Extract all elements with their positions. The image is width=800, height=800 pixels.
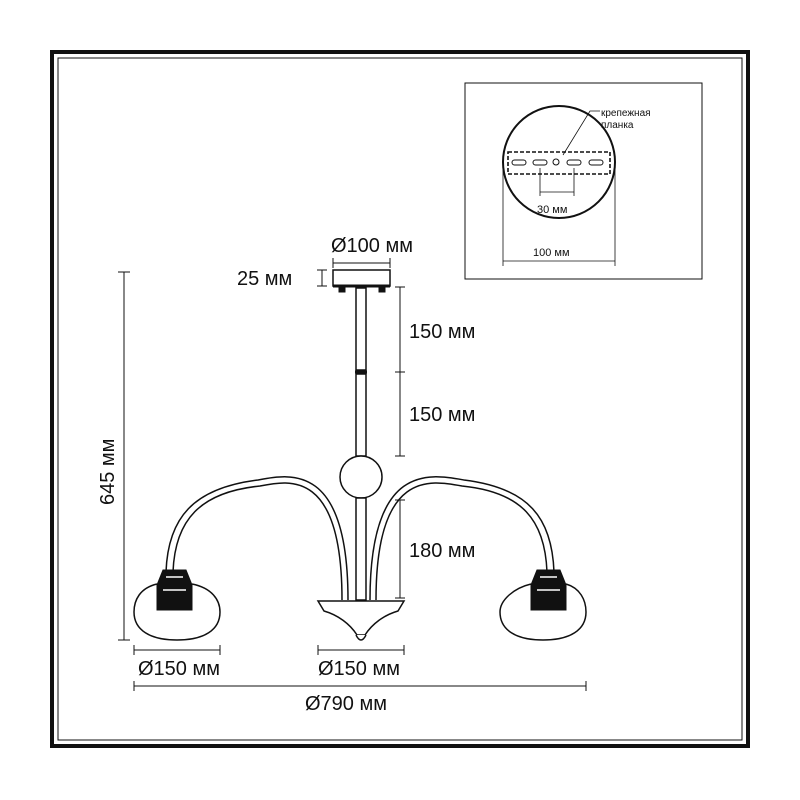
outer-border: [50, 50, 750, 748]
left-socket-detail: [163, 576, 186, 591]
left-glass: [133, 583, 221, 641]
slot-right-inner: [566, 159, 582, 166]
canopy-screw-left: [338, 285, 346, 293]
slot-left-outer: [511, 159, 527, 166]
right-glass: [499, 583, 587, 641]
total-height-label: 645 мм: [97, 439, 119, 505]
right-socket-detail: [537, 576, 560, 591]
slot-right-outer: [588, 159, 604, 166]
left-shade: [133, 569, 221, 641]
right-shade: [499, 569, 587, 641]
central-stem: [355, 497, 367, 601]
canopy-diameter-label: Ø100 мм: [331, 235, 413, 257]
inset-border: [464, 82, 703, 280]
canopy-height-label: 25 мм: [237, 268, 292, 290]
rod-segment-1-label: 150 мм: [409, 321, 475, 343]
suspension-rod-upper: [355, 287, 367, 371]
slot-left-inner: [532, 159, 548, 166]
bowl-diameter-label: Ø150 мм: [318, 658, 400, 680]
left-arm-outer: [172, 482, 343, 601]
suspension-rod-lower: [355, 373, 367, 457]
bracket-plate: [507, 151, 611, 175]
total-diameter-label: Ø790 мм: [305, 693, 387, 715]
dimension-lines: [118, 258, 587, 691]
plate-width-label: 100 мм: [533, 247, 570, 259]
bracket-label-line2: планка: [601, 120, 634, 131]
right-arm-outer: [375, 482, 548, 601]
central-bowl: [316, 600, 406, 636]
bracket-leader: [562, 110, 600, 156]
mounting-plate-inset: крепежная планка 30 мм 100 мм: [464, 82, 703, 280]
bowl-finial: [355, 634, 367, 641]
left-arm-inner: [165, 476, 349, 601]
right-arm-inner: [369, 476, 555, 601]
bracket-label-line1: крепежная: [601, 108, 651, 119]
inner-border: [57, 57, 743, 741]
hole-spacing-label: 30 мм: [537, 204, 567, 216]
shade-diameter-label: Ø150 мм: [138, 658, 220, 680]
canopy-screw-right: [378, 285, 386, 293]
decorative-ball: [339, 455, 383, 499]
rod-segment-2-label: 150 мм: [409, 404, 475, 426]
canopy: [332, 269, 391, 287]
chandelier: [133, 269, 587, 641]
center-hole: [552, 158, 560, 166]
arm-height-label: 180 мм: [409, 540, 475, 562]
